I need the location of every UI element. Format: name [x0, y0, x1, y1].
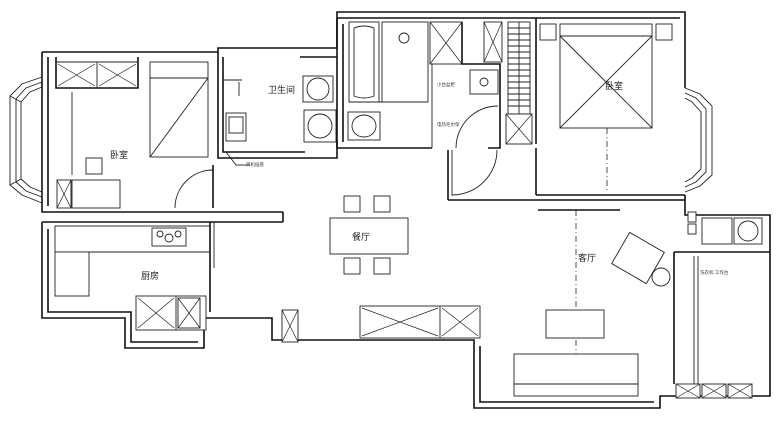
balcony-washer: [733, 217, 763, 245]
balcony: 洗衣机 工作台: [673, 211, 770, 399]
nightstand: [85, 157, 103, 175]
room-label-kitchen: 厨房: [141, 270, 159, 282]
shower-cabin: [381, 21, 429, 103]
room-label-bedroom-right: 卧室: [605, 80, 623, 92]
armchair: [611, 231, 665, 285]
desk: [71, 179, 121, 209]
corridor: [447, 22, 501, 200]
room-label-bathroom: 卫生间: [268, 84, 295, 96]
room-label-bedroom-left: 卧室: [110, 149, 128, 161]
door-entry-right[interactable]: [451, 149, 498, 196]
washing-machine: [303, 109, 337, 143]
chair-1: [343, 195, 361, 213]
note-balcony-station: 洗衣机 工作台: [700, 269, 729, 276]
basin-2: [469, 69, 499, 95]
chair-2: [373, 195, 391, 213]
nightstand-right: [655, 23, 673, 41]
nightstand-left: [539, 23, 557, 41]
bathtub: [348, 21, 380, 103]
bathroom: 卫生间 风机插座: [217, 52, 338, 168]
door-master-bath[interactable]: [455, 105, 499, 149]
washbasin: [228, 116, 244, 134]
counter-top: [54, 225, 211, 253]
kitchen: 厨房: [42, 212, 284, 331]
master-bath: 小台盆柜 电热毛巾架: [336, 18, 499, 149]
bedroom-right: 卧室: [448, 18, 685, 201]
dining: 餐厅: [329, 195, 409, 275]
coffee-table: [545, 309, 605, 339]
bed-left: [149, 61, 209, 158]
counter-left: [54, 251, 90, 297]
gas-stove: [151, 227, 187, 247]
tv-cabinet: [359, 305, 481, 339]
room-label-dining: 餐厅: [352, 231, 370, 243]
side-table: [651, 267, 671, 287]
sideboard: [281, 305, 481, 343]
bedroom-left: 卧室: [55, 57, 214, 209]
chair-4: [373, 257, 391, 275]
wardrobe-hatch: [57, 63, 137, 87]
room-label-living: 客厅: [578, 252, 596, 264]
bed-right: [559, 23, 653, 129]
note-bath-fan: 风机插座: [246, 161, 264, 168]
note-small-appliance: 小台盆柜: [437, 81, 455, 88]
bay-window-right: [684, 87, 713, 193]
balcony-sink: [701, 217, 733, 245]
door-bedroom-left[interactable]: [174, 169, 214, 209]
bay-window-left: [9, 76, 43, 204]
dining-table: [329, 217, 409, 255]
chair-3: [343, 257, 361, 275]
wardrobe-column: [483, 21, 533, 145]
toilet-bowl: [306, 77, 330, 101]
note-towel-rack: 电热毛巾架: [437, 121, 460, 128]
living: 客厅: [513, 209, 671, 397]
sofa: [513, 353, 639, 397]
